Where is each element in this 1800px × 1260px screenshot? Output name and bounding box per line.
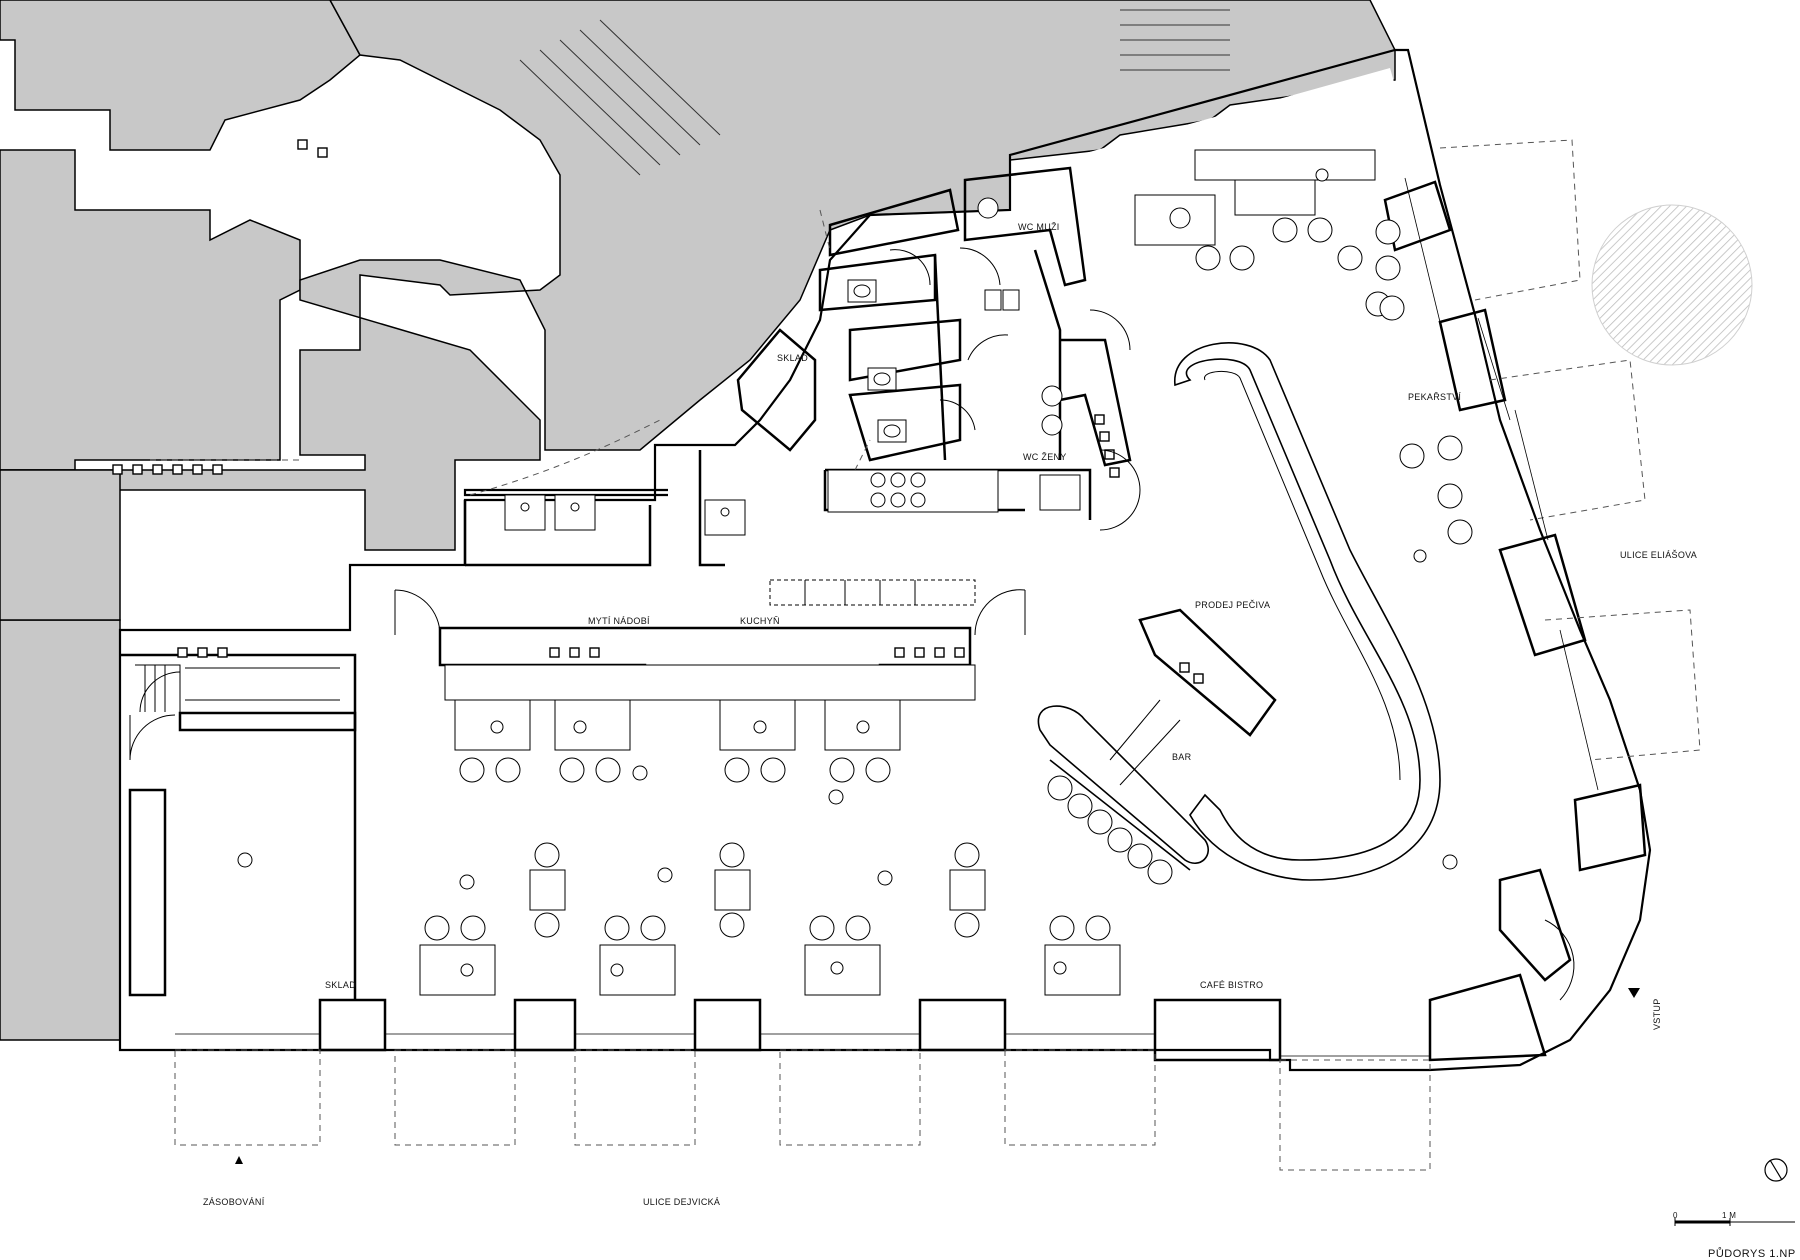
room-label-kuchyn: KUCHYŇ — [740, 616, 780, 626]
label-zasobovani: ZÁSOBOVÁNÍ — [203, 1197, 265, 1207]
dashed-outlines — [150, 139, 1701, 1171]
room-label-wc-zeny: WC ŽENY — [1023, 452, 1067, 462]
bar-counter — [1037, 342, 1441, 881]
street-label-dejvicka: ULICE DEJVICKÁ — [643, 1197, 721, 1207]
north-arrow — [1764, 1158, 1788, 1182]
scale-bar — [1674, 1218, 1795, 1226]
scale-bar-start-label: 0 — [1673, 1211, 1678, 1220]
room-label-prodej-peciva: PRODEJ PEČIVA — [1195, 600, 1271, 610]
drawing-title: PŮDORYS 1.NP — [1708, 1248, 1796, 1260]
column-markers — [112, 139, 1204, 684]
room-label-sklad-lower: SKLAD — [325, 980, 357, 990]
label-vstup: VSTUP — [1652, 998, 1662, 1030]
scale-bar-end-label: 1 M — [1722, 1211, 1737, 1220]
vstup-marker-icon — [1628, 988, 1640, 998]
interior-floor — [135, 68, 1632, 1052]
room-label-sklad-upper: SKLAD — [777, 353, 809, 363]
room-label-myti-nadobi: MYTÍ NÁDOBÍ — [588, 616, 650, 626]
stairs — [135, 9, 1230, 715]
zasobovani-marker-icon — [235, 1156, 243, 1164]
room-label-pekarstvi: PEKAŘSTVÍ — [1408, 392, 1462, 402]
room-label-bar: BAR — [1172, 752, 1192, 762]
door-swings — [129, 247, 1575, 1001]
chairs — [237, 168, 1473, 977]
street-label-eliasova: ULICE ELIÁŠOVA — [1620, 550, 1698, 560]
tables — [419, 149, 1376, 996]
wc-fixtures — [847, 197, 1063, 443]
tree-symbol — [1591, 204, 1753, 366]
neighbour-buildings — [0, 0, 1396, 1041]
room-label-wc-muzi: WC MUŽI — [1018, 222, 1060, 232]
kitchen-equipment — [504, 469, 1081, 606]
room-label-cafe-bistro: CAFÉ BISTRO — [1200, 980, 1264, 990]
glazing — [175, 177, 1599, 1057]
